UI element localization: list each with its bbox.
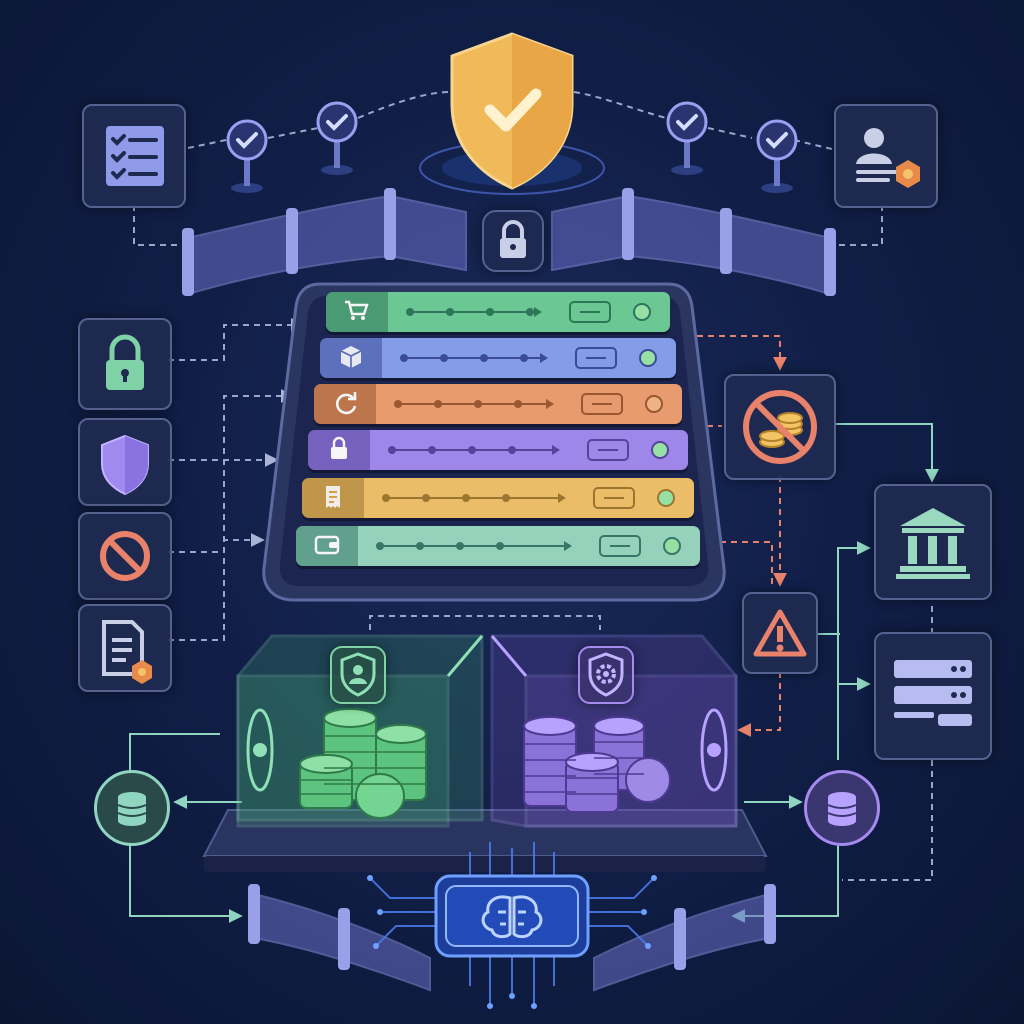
prohibited-icon xyxy=(100,531,150,581)
process-row xyxy=(314,384,682,424)
gate-lock xyxy=(482,210,544,272)
vault-platform xyxy=(202,809,768,872)
right-card-no-coins xyxy=(724,374,836,480)
id-card xyxy=(834,104,938,208)
shield-check-icon xyxy=(419,32,605,195)
padlock-icon xyxy=(106,334,144,390)
green-coin-stacks xyxy=(299,708,427,819)
bank-icon xyxy=(896,508,970,579)
user-shield-icon xyxy=(340,652,376,697)
checklist-icon xyxy=(106,126,164,186)
purple-coin-stacks xyxy=(523,716,671,813)
left-card-padlock xyxy=(78,318,172,410)
process-row xyxy=(296,526,700,566)
row-progress-track xyxy=(376,535,681,557)
lock-icon xyxy=(331,436,347,459)
process-row xyxy=(302,478,694,518)
right-card-warning xyxy=(742,592,818,674)
process-row xyxy=(326,292,670,332)
refresh-icon xyxy=(335,392,357,415)
brain-chip-icon xyxy=(481,895,543,939)
check-marker-2 xyxy=(316,101,358,175)
row-icon-tile xyxy=(326,292,388,332)
vault-green xyxy=(236,634,484,828)
warning-icon xyxy=(753,609,807,657)
database-node-left xyxy=(94,770,170,846)
ai-chip xyxy=(367,842,657,1009)
box-icon xyxy=(340,346,362,368)
fence-bottom-right xyxy=(593,884,776,992)
row-icon-tile xyxy=(296,526,358,566)
padlock-icon xyxy=(500,220,526,258)
user-shield-badge xyxy=(330,646,386,704)
left-card-shield xyxy=(78,418,172,506)
row-progress-track xyxy=(400,347,657,369)
left-card-document xyxy=(78,604,172,692)
check-marker-3 xyxy=(666,101,708,175)
no-coins-icon xyxy=(743,390,817,464)
gear-shield-icon xyxy=(588,652,624,697)
left-card-prohibited xyxy=(78,512,172,600)
server-icon xyxy=(894,660,972,726)
process-row xyxy=(320,338,676,378)
right-card-bank xyxy=(874,484,992,600)
vault-purple xyxy=(490,634,738,828)
fence-top-right xyxy=(551,188,836,296)
receipt-icon xyxy=(326,486,340,508)
cart-icon xyxy=(345,300,369,320)
check-marker-4 xyxy=(756,119,798,193)
database-node-right xyxy=(804,770,880,846)
row-icon-tile xyxy=(314,384,376,424)
right-card-server xyxy=(874,632,992,760)
process-row xyxy=(308,430,688,470)
database-icon xyxy=(117,792,147,826)
id-card-badge-icon xyxy=(856,128,920,188)
shield-icon xyxy=(101,434,149,496)
wallet-icon xyxy=(314,535,340,555)
checklist-card xyxy=(82,104,186,208)
row-progress-track xyxy=(382,487,675,509)
fence-top-left xyxy=(182,188,467,296)
database-icon xyxy=(827,792,857,826)
row-progress-track xyxy=(406,301,651,323)
fence-bottom-left xyxy=(248,884,431,992)
row-progress-track xyxy=(388,439,669,461)
row-progress-track xyxy=(394,393,663,415)
gear-shield-badge xyxy=(578,646,634,704)
check-marker-1 xyxy=(226,119,268,193)
document-badge-icon xyxy=(102,620,152,684)
